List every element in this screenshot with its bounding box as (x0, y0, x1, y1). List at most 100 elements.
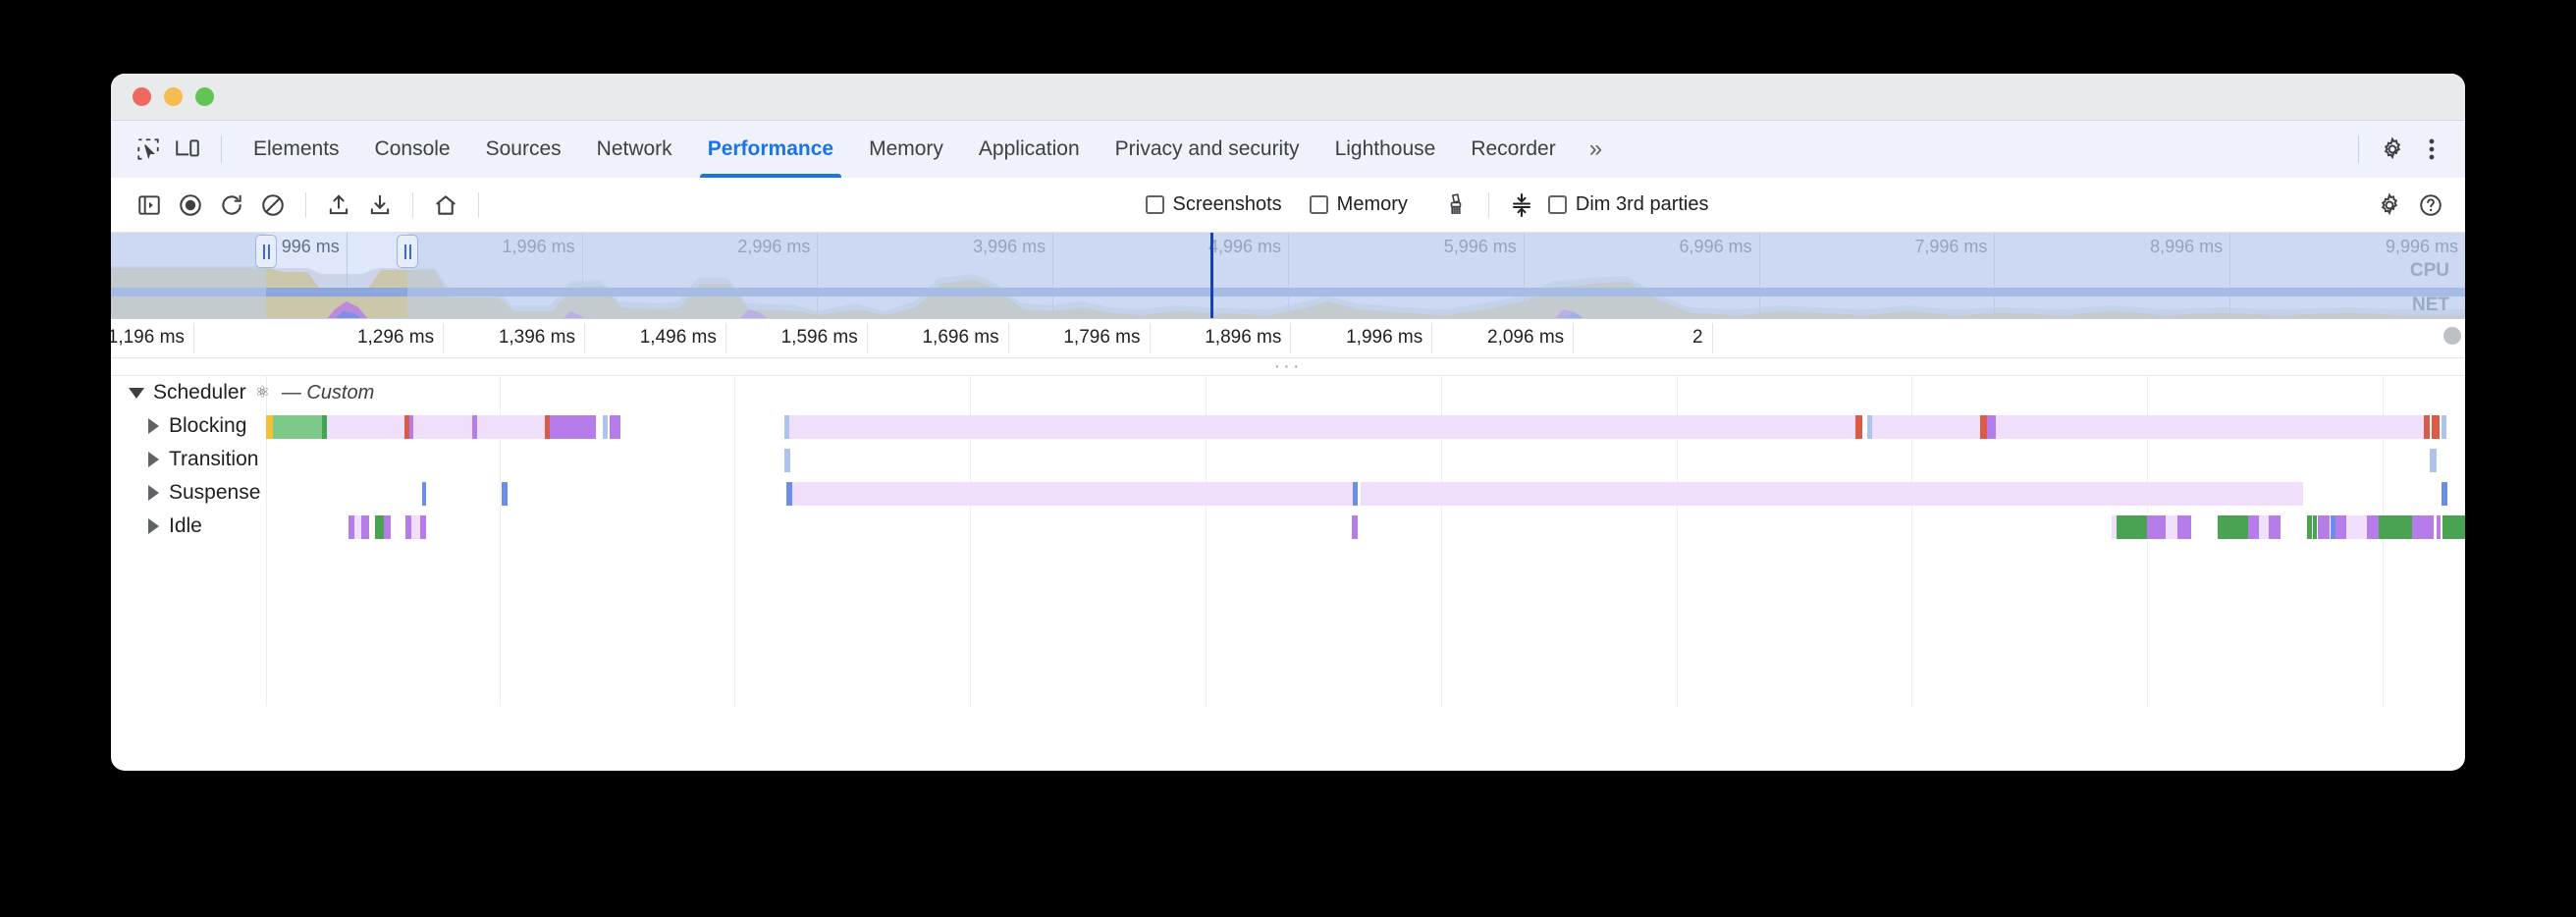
track-idle[interactable]: Idle (111, 510, 2465, 543)
flame-segment[interactable] (2166, 515, 2178, 539)
screenshots-checkbox[interactable]: Screenshots (1145, 193, 1304, 216)
flame-segment[interactable] (420, 515, 427, 539)
track-resize-handle[interactable]: ··· (111, 355, 2465, 377)
flame-segment[interactable] (2268, 515, 2281, 539)
overview-left-handle[interactable] (255, 235, 278, 268)
flame-segment[interactable] (545, 415, 551, 439)
flame-segment[interactable] (384, 515, 392, 539)
flame-segment[interactable] (502, 482, 509, 506)
flame-segment[interactable] (2313, 515, 2317, 539)
chevron-right-icon[interactable] (148, 485, 159, 501)
maximize-window-button[interactable] (195, 87, 214, 106)
flame-segment[interactable] (2430, 449, 2438, 472)
flame-segment[interactable] (2345, 515, 2368, 539)
flame-segment[interactable] (2307, 515, 2313, 539)
flame-segment[interactable] (2442, 515, 2465, 539)
flame-segment[interactable] (786, 482, 793, 506)
tab-recorder[interactable]: Recorder (1453, 121, 1573, 178)
memory-checkbox[interactable]: Memory (1309, 193, 1429, 216)
flame-segment[interactable] (2335, 515, 2346, 539)
flame-segment[interactable] (408, 415, 414, 439)
flame-segment[interactable] (2112, 515, 2118, 539)
track-transition[interactable]: Transition (111, 443, 2465, 476)
flame-segment[interactable] (361, 515, 369, 539)
tab-sources[interactable]: Sources (468, 121, 579, 178)
settings-gear-icon[interactable] (2373, 130, 2412, 169)
flame-segment[interactable] (610, 415, 621, 439)
home-icon[interactable] (425, 187, 466, 224)
device-toolbar-icon[interactable] (168, 130, 207, 169)
track-label-row[interactable]: Blocking (148, 409, 246, 443)
track-label-row[interactable]: Suspense (148, 476, 260, 510)
tab-privacy-and-security[interactable]: Privacy and security (1098, 121, 1317, 178)
load-profile-icon[interactable] (318, 187, 359, 224)
flame-segment[interactable] (2117, 515, 2148, 539)
flame-segment[interactable] (266, 415, 273, 439)
minimize-window-button[interactable] (164, 87, 183, 106)
flame-segment[interactable] (2248, 515, 2260, 539)
flame-segment[interactable] (326, 415, 404, 439)
flame-segment[interactable] (410, 515, 421, 539)
flame-segment[interactable] (792, 482, 1353, 506)
flame-segment[interactable] (1987, 415, 1996, 439)
flame-segment[interactable] (1980, 415, 1988, 439)
flame-segment[interactable] (2379, 515, 2413, 539)
flame-segment[interactable] (1995, 415, 2425, 439)
flame-segment[interactable] (1352, 482, 1358, 506)
tab-application[interactable]: Application (961, 121, 1098, 178)
flame-segment[interactable] (349, 515, 355, 539)
track-blocking[interactable]: Blocking (111, 409, 2465, 443)
flame-segment[interactable] (1854, 415, 1863, 439)
flame-segment[interactable] (354, 515, 362, 539)
record-icon[interactable] (170, 187, 211, 224)
flame-segment[interactable] (550, 415, 557, 439)
flame-chart[interactable]: Scheduler ⚛ — Custom Blocking Transition (111, 376, 2465, 706)
flame-segment[interactable] (413, 415, 473, 439)
flame-segment[interactable] (1866, 415, 1872, 439)
flame-segment[interactable] (2432, 415, 2440, 439)
flame-segment[interactable] (788, 415, 1855, 439)
flame-segment[interactable] (1871, 415, 1980, 439)
flame-segment[interactable] (472, 415, 477, 439)
flame-segment[interactable] (783, 449, 790, 472)
flame-segment[interactable] (783, 415, 789, 439)
capture-settings-icon[interactable] (2369, 187, 2410, 224)
chevron-right-icon[interactable] (148, 452, 159, 467)
group-header-scheduler[interactable]: Scheduler ⚛ — Custom (111, 376, 2465, 409)
flame-segment[interactable] (2147, 515, 2167, 539)
flame-segment[interactable] (2437, 515, 2441, 539)
flame-segment[interactable] (2218, 515, 2249, 539)
inspect-element-icon[interactable] (129, 130, 168, 169)
more-tabs-button[interactable]: » (1574, 121, 1618, 178)
flame-segment[interactable] (603, 415, 608, 439)
flame-segment[interactable] (2177, 515, 2191, 539)
flame-segment[interactable] (374, 515, 385, 539)
chevron-down-icon[interactable] (129, 387, 144, 399)
flame-segment[interactable] (403, 415, 409, 439)
track-label-row[interactable]: Transition (148, 443, 258, 476)
flame-segment[interactable] (2331, 515, 2336, 539)
horizontal-scrollbar-thumb[interactable] (2443, 327, 2461, 345)
close-window-button[interactable] (133, 87, 151, 106)
chevron-right-icon[interactable] (148, 418, 159, 434)
flame-segment[interactable] (404, 515, 411, 539)
tab-elements[interactable]: Elements (236, 121, 357, 178)
flame-segment[interactable] (1361, 482, 2303, 506)
tab-performance[interactable]: Performance (690, 121, 851, 178)
tab-console[interactable]: Console (357, 121, 468, 178)
flame-segment[interactable] (1351, 515, 1358, 539)
tab-network[interactable]: Network (579, 121, 690, 178)
tab-memory[interactable]: Memory (851, 121, 961, 178)
flame-segment[interactable] (2318, 515, 2331, 539)
track-suspense[interactable]: Suspense (111, 476, 2465, 510)
dim-3rd-parties-checkbox[interactable]: Dim 3rd parties (1547, 193, 1709, 216)
collect-garbage-icon[interactable] (1435, 187, 1476, 224)
flame-segment[interactable] (322, 415, 327, 439)
reload-and-record-icon[interactable] (211, 187, 252, 224)
flame-segment[interactable] (476, 415, 546, 439)
tab-lighthouse[interactable]: Lighthouse (1317, 121, 1454, 178)
collapse-tracks-icon[interactable] (1501, 187, 1542, 224)
clear-icon[interactable] (252, 187, 294, 224)
